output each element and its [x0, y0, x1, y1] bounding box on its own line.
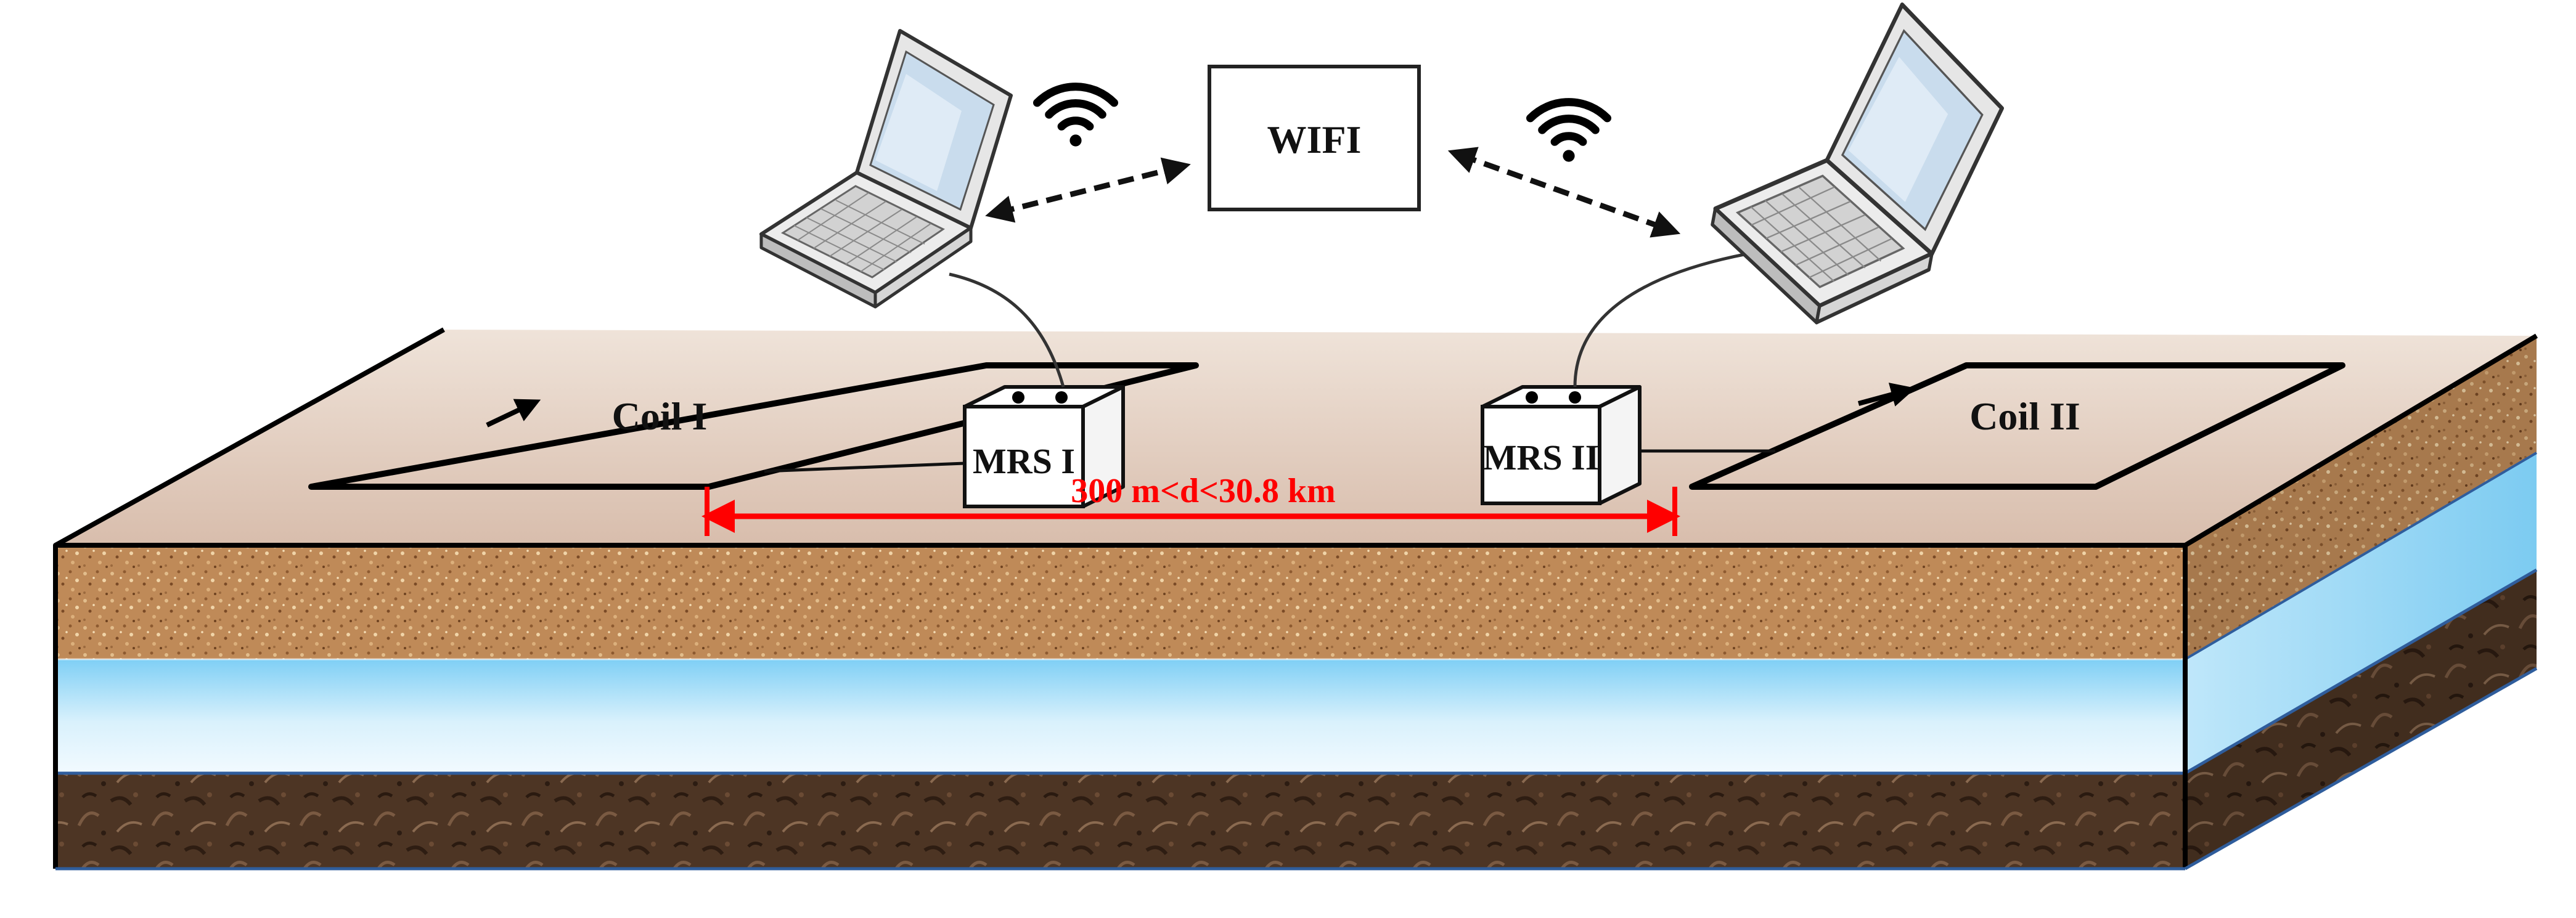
water-layer-side — [2185, 453, 2537, 773]
coil-2-direction-arrow — [1857, 383, 1916, 407]
laptop-2-cable — [1573, 248, 1773, 388]
wifi-link-arrow-left — [985, 157, 1191, 223]
wifi-label: WIFI — [1267, 118, 1362, 161]
distance-marker: 300 m<d<30.8 km — [701, 472, 1680, 536]
ground-surface — [55, 330, 2537, 545]
distance-label: 300 m<d<30.8 km — [1071, 472, 1335, 510]
sand-layer-side — [2185, 336, 2537, 659]
mrs-2-unit: MRS II — [1481, 385, 1775, 505]
water-layer-front — [55, 659, 2185, 773]
sand-layer-front — [55, 545, 2185, 659]
coil-2-label: Coil II — [1969, 394, 2080, 438]
mrs-1-label: MRS I — [973, 441, 1075, 481]
wifi-link-arrow-right — [1447, 147, 1681, 238]
mrs-1-unit: MRS I — [764, 385, 1125, 508]
bedrock-layer-side — [2185, 570, 2537, 869]
bedrock-layer-front — [55, 773, 2185, 869]
coil-1-direction-arrow — [486, 399, 541, 428]
coil-2: Coil II — [1689, 362, 2345, 490]
coil-1: Coil I — [308, 362, 1199, 490]
mrs-1-terminal — [1012, 391, 1024, 404]
wifi-box: WIFI — [1208, 65, 1421, 211]
mrs-2-label: MRS II — [1483, 437, 1600, 477]
ground-block — [53, 327, 2538, 871]
mrs-1-terminal — [1055, 391, 1068, 404]
mrs-1-coil-cable — [764, 461, 965, 473]
laptop-1-cable — [949, 272, 1065, 388]
mrs-2-terminal — [1569, 391, 1581, 404]
mrs-2-terminal — [1526, 391, 1538, 404]
coil-1-label: Coil I — [612, 394, 708, 438]
